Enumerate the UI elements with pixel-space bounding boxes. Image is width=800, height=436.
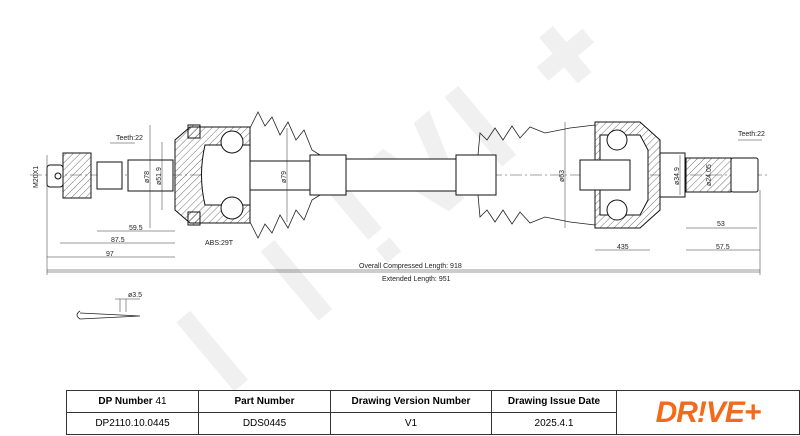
dia-79-label: ø79	[281, 171, 288, 183]
overall-length-label: Overall Compressed Length: 918	[359, 263, 462, 270]
left-stub	[46, 152, 174, 199]
right-teeth-label: Teeth:22	[738, 131, 765, 138]
thread-label: M20X1	[33, 166, 40, 188]
right-stub	[659, 152, 759, 198]
issue-date-header: Drawing Issue Date	[491, 390, 617, 413]
dia-34-9-label: ø34.9	[674, 167, 681, 185]
dim-57-5: 57.5	[716, 244, 730, 251]
dim-97: 97	[106, 251, 114, 258]
dia-24-05-label: ø24.05	[706, 164, 713, 186]
dp-number-label: DP Number	[98, 396, 153, 407]
part-number-header: Part Number	[198, 390, 331, 413]
brand-logo: DR!VE+	[616, 390, 800, 435]
left-boot	[249, 111, 321, 239]
dia-51-9-label: ø51.9	[156, 167, 163, 185]
dim-59-5: 59.5	[129, 225, 143, 232]
dimension-lines	[46, 122, 762, 275]
version-header: Drawing Version Number	[330, 390, 492, 413]
inner-tripod-joint	[579, 121, 661, 229]
version-value: V1	[330, 412, 492, 435]
title-block: DP Number 41 Part Number Drawing Version…	[66, 390, 800, 435]
dp-count: 41	[155, 396, 167, 407]
right-boot	[477, 124, 596, 226]
dia-63-label: ø63	[559, 170, 566, 182]
part-number-value: DDS0445	[198, 412, 331, 435]
logo-text: DR!VE+	[655, 395, 762, 429]
dp-number-value: DP2110.10.0445	[66, 412, 199, 435]
outer-cv-joint	[174, 124, 251, 226]
pin-dia-label: ø3.5	[128, 292, 142, 299]
cotter-pin	[76, 298, 141, 320]
abs-label: ABS:29T	[205, 240, 234, 247]
dim-43-5: 435	[617, 244, 629, 251]
dim-87-5: 87.5	[111, 237, 125, 244]
dp-number-header: DP Number 41	[66, 390, 199, 413]
issue-date-value: 2025.4.1	[491, 412, 617, 435]
extended-length-label: Extended Length: 951	[382, 276, 451, 283]
dia-78-label: ø78	[144, 171, 151, 183]
dim-53: 53	[717, 221, 725, 228]
left-teeth-label: Teeth:22	[116, 135, 143, 142]
shaft	[249, 154, 497, 196]
